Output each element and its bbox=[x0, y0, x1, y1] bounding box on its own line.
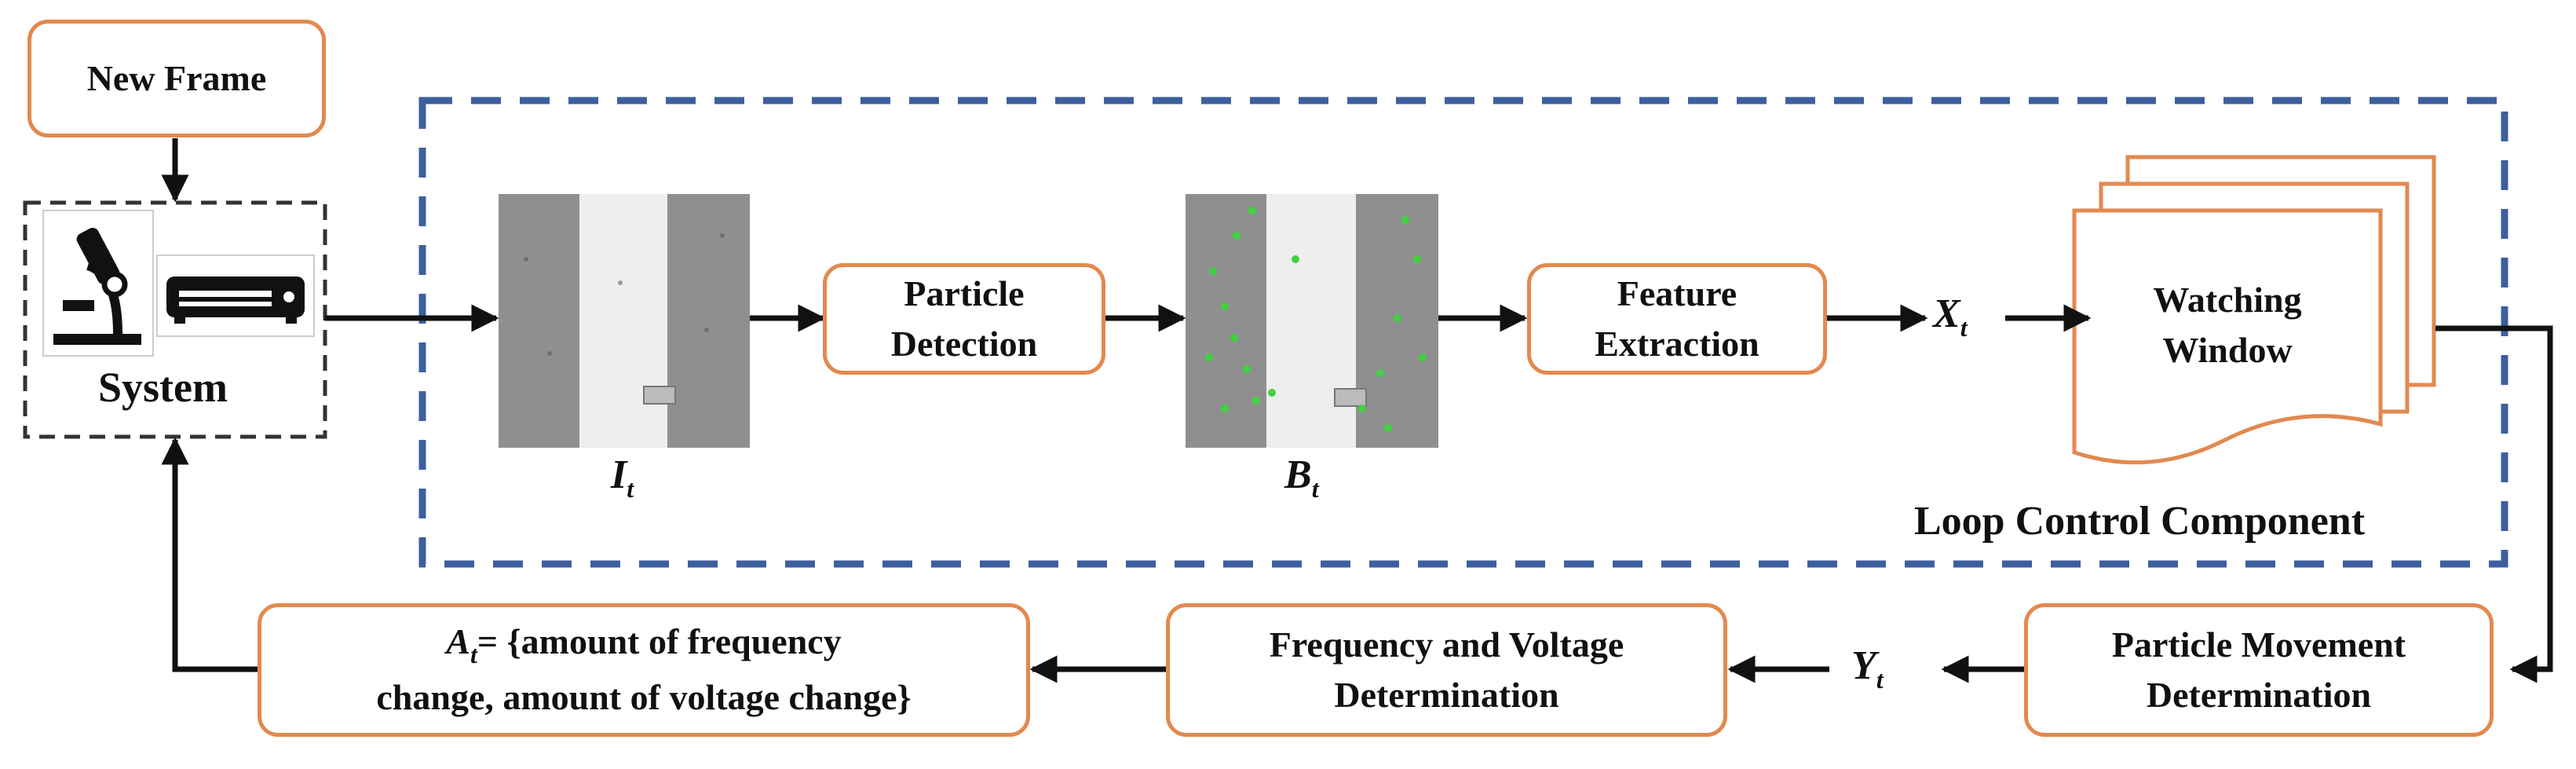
particle-detection-line-2: Detection bbox=[890, 324, 1038, 364]
symbol-At-base: A bbox=[446, 621, 470, 662]
symbol-Xt: Xt bbox=[1933, 291, 1968, 342]
action-box: At= {amount of frequency change, amount … bbox=[258, 603, 1030, 737]
particle-dot bbox=[1268, 389, 1276, 397]
symbol-Yt-sub: t bbox=[1876, 665, 1884, 694]
symbol-Yt-base: Y bbox=[1851, 643, 1876, 688]
particle-dot bbox=[1292, 255, 1299, 263]
watching-window-line-2: Window bbox=[2162, 330, 2293, 371]
symbol-It-sub: t bbox=[627, 474, 634, 503]
particle-dot bbox=[1394, 314, 1401, 322]
action-line-1: At= {amount of frequency bbox=[376, 617, 911, 672]
freq-voltage-box: Frequency and Voltage Determination bbox=[1166, 603, 1727, 737]
symbol-At-sub: t bbox=[470, 640, 477, 669]
particle-detection-line-1: Particle bbox=[904, 273, 1025, 313]
device-icon bbox=[156, 255, 315, 337]
symbol-Xt-sub: t bbox=[1960, 313, 1968, 342]
watching-window-stack bbox=[2072, 155, 2436, 465]
loop-control-region bbox=[418, 97, 2508, 568]
particle-dot bbox=[1221, 302, 1229, 310]
particle-dot bbox=[1401, 216, 1409, 224]
new-frame-box: New Frame bbox=[27, 20, 326, 137]
action-line-2: change, amount of voltage change} bbox=[376, 677, 912, 718]
feature-extraction-box: Feature Extraction bbox=[1527, 263, 1827, 375]
loop-control-label: Loop Control Component bbox=[1914, 499, 2366, 544]
particle-movement-line-2: Determination bbox=[2146, 675, 2372, 715]
feature-extraction-line-1: Feature bbox=[1617, 273, 1737, 313]
feature-extraction-line-2: Extraction bbox=[1595, 324, 1759, 364]
watching-window-line-1: Watching bbox=[2153, 280, 2302, 320]
flow-arrows bbox=[161, 138, 2553, 683]
particle-dot bbox=[1419, 353, 1427, 361]
action-text-1: = {amount of frequency bbox=[477, 621, 842, 662]
symbol-It: It bbox=[611, 452, 634, 504]
particle-movement-box: Particle Movement Determination bbox=[2024, 603, 2494, 737]
freq-voltage-line-1: Frequency and Voltage bbox=[1269, 624, 1624, 665]
freq-voltage-line-2: Determination bbox=[1334, 675, 1559, 715]
symbol-It-base: I bbox=[611, 452, 627, 497]
symbol-Bt: Bt bbox=[1284, 452, 1319, 504]
particle-movement-line-1: Particle Movement bbox=[2111, 624, 2406, 665]
particle-dot bbox=[1243, 365, 1251, 373]
particle-dots bbox=[1205, 207, 1427, 432]
symbol-Bt-base: B bbox=[1284, 452, 1312, 497]
microscope-icon bbox=[42, 210, 154, 357]
image-frame-It bbox=[499, 194, 750, 448]
particle-dot bbox=[1205, 353, 1213, 361]
watching-window-text: Watching Window bbox=[2074, 275, 2381, 376]
particle-dot bbox=[1233, 232, 1240, 240]
particle-detection-box: Particle Detection bbox=[823, 263, 1105, 375]
particle-dot bbox=[1209, 267, 1217, 275]
particle-dot bbox=[1358, 405, 1366, 412]
particle-dot bbox=[1413, 255, 1421, 263]
symbol-Yt: Yt bbox=[1851, 643, 1884, 694]
new-frame-label: New Frame bbox=[86, 57, 267, 98]
particle-dot bbox=[1384, 424, 1392, 432]
particle-dot bbox=[1252, 397, 1260, 405]
particle-dot bbox=[1221, 405, 1229, 412]
particle-dot bbox=[1248, 207, 1256, 214]
symbol-Bt-sub: t bbox=[1311, 474, 1319, 503]
particle-dot bbox=[1230, 334, 1238, 342]
particle-dot bbox=[1376, 369, 1384, 377]
system-label: System bbox=[98, 364, 228, 411]
symbol-Xt-base: X bbox=[1933, 291, 1960, 336]
